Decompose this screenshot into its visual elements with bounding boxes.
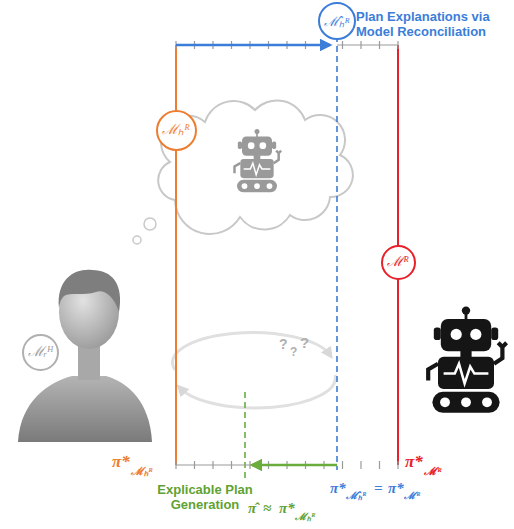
question-mark: ? [290, 346, 297, 360]
interaction-cycle [172, 332, 335, 407]
human-model-of-robot-circle: ℳᵣᴴ [22, 334, 59, 371]
approx-sign: ≈ [263, 500, 271, 517]
plan-subscript: ℳᴿ [404, 490, 420, 502]
plan-symbol: π* [330, 480, 346, 497]
plan-symbol: π* [388, 480, 404, 497]
plan-subscript: ℳₕᴿ [295, 511, 315, 523]
explanation-arrow [176, 44, 330, 47]
thought-cloud [133, 101, 353, 244]
reconciled-model-circle: ℳ̂ₕᴿ [318, 2, 356, 40]
question-mark: ? [300, 334, 309, 351]
explicability-arrow [252, 464, 337, 467]
top-scale [176, 41, 398, 49]
bottom-scale [176, 461, 398, 469]
human-model-circle: ℳₕᴿ [156, 110, 197, 151]
plan-symbol: π* [279, 500, 295, 517]
model-symbol: ℳᵣᴴ [28, 345, 52, 359]
plan-subscript: ℳₕᴿ [131, 465, 153, 478]
plan-subscript: ℳ̂ₕᴿ [346, 490, 366, 502]
plan-symbol: π̂ [248, 500, 256, 517]
human-model-line [175, 45, 177, 465]
equals-sign: = [374, 480, 383, 497]
human-figure [18, 270, 152, 442]
reconciled-model-line [336, 36, 338, 470]
question-mark: ? [279, 336, 288, 352]
plan-subscript: ℳᴿ [424, 465, 442, 478]
plan-symbol: π* [112, 452, 130, 472]
approach-title: Plan Explanations via Model Reconciliati… [356, 10, 508, 40]
model-symbol: ℳᴿ [387, 255, 409, 269]
model-symbol: ℳₕᴿ [162, 123, 190, 137]
robot-model-circle: ℳᴿ [381, 245, 416, 280]
model-symbol: ℳ̂ₕᴿ [324, 15, 350, 28]
plan-symbol: π* [405, 452, 423, 472]
robot-icon [428, 306, 506, 412]
imagined-robot-icon [235, 129, 282, 192]
